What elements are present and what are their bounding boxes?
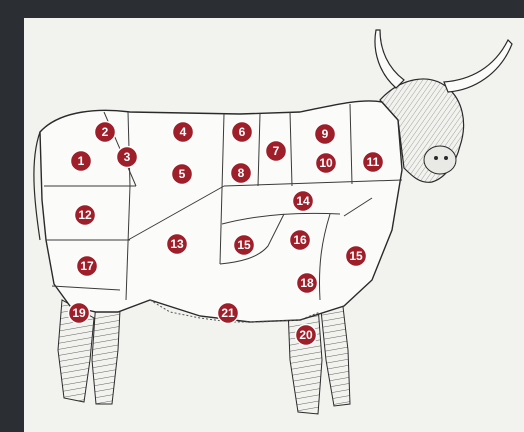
marker-number: 17 [80,259,94,273]
marker-number: 4 [180,125,187,139]
cut-marker-9[interactable]: 9 [315,124,336,145]
cut-marker-8[interactable]: 8 [231,163,252,184]
marker-number: 15 [237,238,251,252]
horn-left [375,30,404,88]
cut-marker-15-right[interactable]: 15 [346,246,367,267]
cut-marker-19[interactable]: 19 [69,303,90,324]
cut-marker-2[interactable]: 2 [95,122,116,143]
marker-number: 13 [170,237,184,251]
marker-number: 19 [72,306,86,320]
marker-number: 21 [221,306,235,320]
cut-marker-4[interactable]: 4 [173,122,194,143]
cut-marker-17[interactable]: 17 [77,256,98,277]
cow-silhouette [34,30,512,414]
marker-number: 2 [102,125,109,139]
nostril-right [444,156,448,160]
marker-number: 6 [239,125,246,139]
marker-number: 5 [179,167,186,181]
cut-marker-11[interactable]: 11 [363,152,384,173]
marker-number: 1 [78,154,85,168]
cut-marker-20[interactable]: 20 [296,325,317,346]
marker-number: 14 [296,194,310,208]
cut-marker-15-center[interactable]: 15 [234,235,255,256]
cut-marker-18[interactable]: 18 [297,273,318,294]
front-leg-left [288,306,322,414]
cut-marker-6[interactable]: 6 [232,122,253,143]
cut-marker-5[interactable]: 5 [172,164,193,185]
cut-marker-1[interactable]: 1 [71,151,92,172]
marker-number: 3 [124,150,131,164]
cow-muzzle [424,146,456,174]
marker-number: 18 [300,276,314,290]
marker-number: 16 [293,233,307,247]
cut-marker-10[interactable]: 10 [316,153,337,174]
cut-marker-12[interactable]: 12 [75,205,96,226]
cut-marker-21[interactable]: 21 [218,303,239,324]
marker-number: 8 [238,166,245,180]
cut-marker-13[interactable]: 13 [167,234,188,255]
marker-number: 10 [319,156,333,170]
marker-number: 11 [367,155,380,169]
marker-number: 12 [78,208,92,222]
cut-marker-16[interactable]: 16 [290,230,311,251]
marker-number: 15 [349,249,363,263]
nostril-left [434,156,438,160]
marker-number: 20 [299,328,313,342]
marker-number: 7 [273,144,280,158]
tail [34,132,40,240]
cut-marker-3[interactable]: 3 [117,147,138,168]
cut-marker-7[interactable]: 7 [266,141,287,162]
front-leg-right [320,298,350,406]
cut-marker-14[interactable]: 14 [293,191,314,212]
rear-leg-front [92,300,120,404]
horn-right [444,40,512,92]
marker-number: 9 [322,127,329,141]
